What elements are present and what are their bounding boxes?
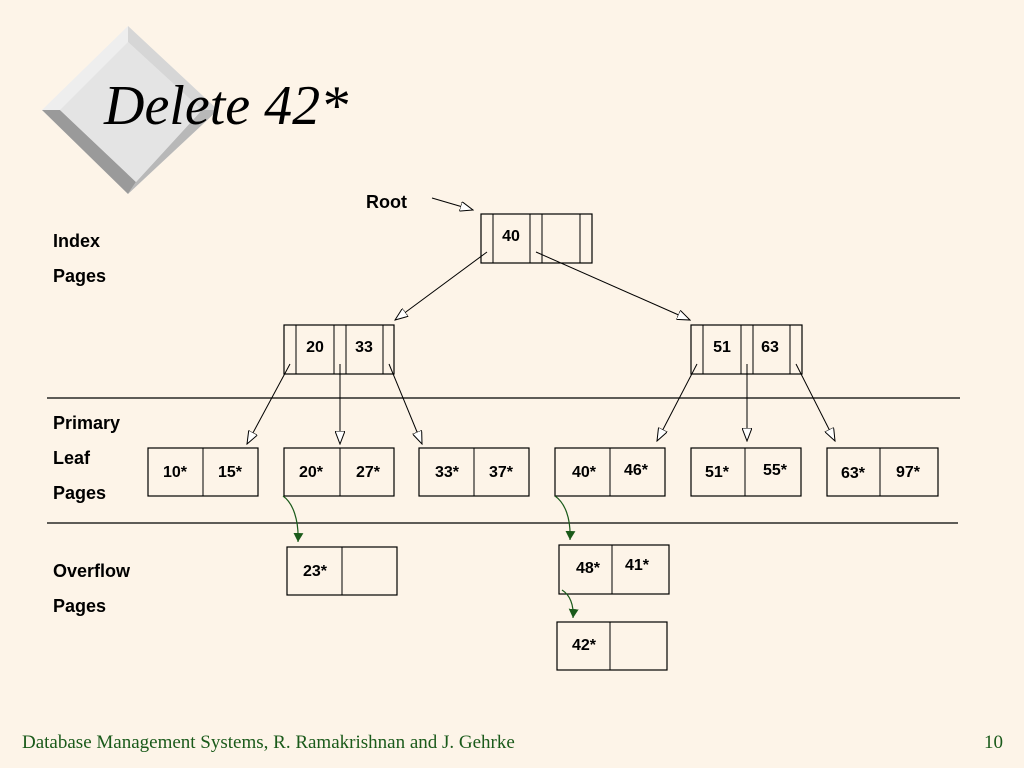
overflow-pages-label-line1: Overflow (53, 561, 131, 581)
leaf-4-key-1: 40* (572, 464, 597, 481)
right-ptr-3-arrow (795, 363, 835, 441)
leaf-5-key-1: 51* (705, 464, 730, 481)
leaf-page-4: 40* 46* (554, 447, 666, 497)
root-node: 40 (480, 213, 593, 264)
primary-leaf-label-line2: Leaf (53, 448, 91, 468)
root-pointer-arrow (431, 197, 473, 210)
leaf-2-key-1: 20* (299, 464, 324, 481)
overflow-page-2: 48* 41* (558, 544, 670, 595)
page-number: 10 (984, 732, 1003, 753)
left-ptr-3-arrow (388, 363, 422, 444)
decorative-diamond (40, 24, 220, 201)
leaf-3-key-2: 37* (489, 464, 514, 481)
primary-leaf-label-line3: Pages (53, 483, 107, 503)
overflow-2-key-1: 48* (576, 560, 601, 577)
leaf-4-key-2: 46* (624, 462, 649, 479)
overflow-link-arrow-3 (561, 589, 579, 619)
index-left-key-1: 20 (306, 339, 324, 356)
leaf-page-6: 63* 97* (826, 447, 939, 497)
root-to-right-arrow (535, 251, 690, 320)
index-right-key-2: 63 (761, 339, 779, 356)
leaf-6-key-2: 97* (896, 464, 921, 481)
overflow-link-arrow-2 (554, 495, 576, 541)
overflow-pages-label-line2: Pages (53, 596, 107, 616)
overflow-page-3: 42* (556, 621, 668, 671)
leaf-page-2: 20* 27* (283, 447, 395, 497)
right-ptr-1-arrow (657, 363, 698, 441)
root-to-left-arrow (395, 251, 488, 320)
index-left-key-2: 33 (355, 339, 373, 356)
index-node-left: 20 33 (283, 324, 395, 375)
overflow-page-1: 23* (286, 546, 398, 596)
root-key: 40 (502, 228, 520, 245)
leaf-page-1: 10* 15* (147, 447, 259, 497)
index-pages-label-line1: Index (53, 231, 101, 251)
leaf-6-key-1: 63* (841, 465, 866, 482)
leaf-3-key-1: 33* (435, 464, 460, 481)
leaf-page-5: 51* 55* (690, 447, 802, 497)
left-ptr-1-arrow (247, 363, 291, 444)
overflow-link-arrow-1 (282, 495, 304, 543)
leaf-1-key-1: 10* (163, 464, 188, 481)
footer-citation: Database Management Systems, R. Ramakris… (22, 732, 515, 753)
primary-leaf-label-line1: Primary (53, 413, 121, 433)
leaf-2-key-2: 27* (356, 464, 381, 481)
leaf-page-3: 33* 37* (418, 447, 530, 497)
overflow-1-key-1: 23* (303, 563, 328, 580)
root-label: Root (366, 192, 407, 212)
leaf-1-key-2: 15* (218, 464, 243, 481)
slide-title: Delete 42* (104, 75, 349, 137)
index-pages-label-line2: Pages (53, 266, 107, 286)
index-node-right: 51 63 (690, 324, 803, 375)
overflow-2-key-2: 41* (625, 557, 650, 574)
overflow-3-key-1: 42* (572, 637, 597, 654)
leaf-5-key-2: 55* (763, 462, 788, 479)
index-right-key-1: 51 (713, 339, 731, 356)
